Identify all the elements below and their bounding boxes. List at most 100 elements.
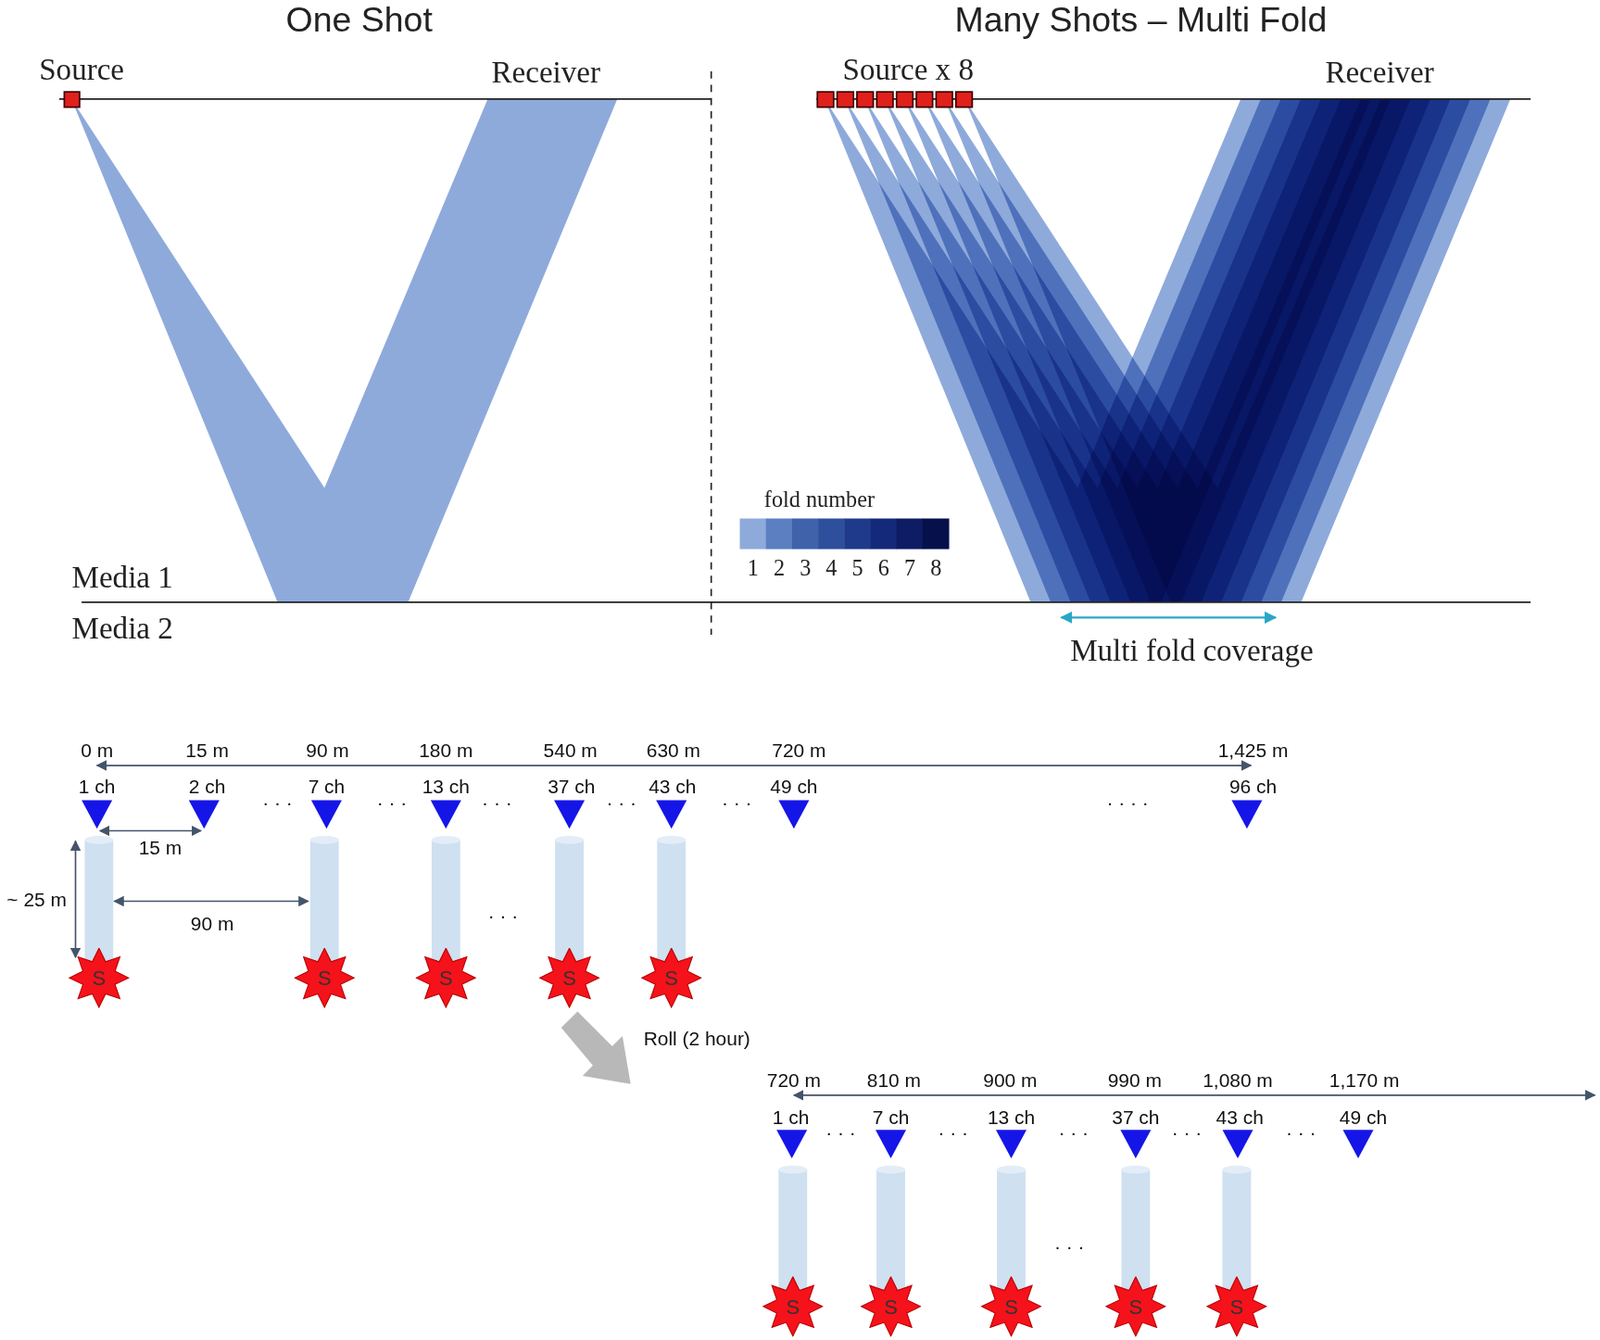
shot-explosion: S <box>641 946 703 1008</box>
channel-label: 49 ch <box>1339 1108 1387 1130</box>
legend-number: 5 <box>852 555 864 581</box>
borehole <box>431 839 461 964</box>
borehole <box>778 1169 807 1294</box>
shot-explosion: S <box>539 946 601 1008</box>
shot-letter: S <box>68 946 130 1008</box>
channel-label: 43 ch <box>648 777 696 799</box>
distance-label: 900 m <box>982 1070 1037 1092</box>
distance-label: 180 m <box>418 740 473 762</box>
legend-number: 1 <box>747 555 759 581</box>
ellipsis: · · · <box>605 792 637 814</box>
ray-band <box>71 99 618 603</box>
geophone-symbol <box>81 799 113 829</box>
distance-label: ~ 25 m <box>6 889 67 911</box>
legend-swatch <box>922 518 950 550</box>
geophone-symbol <box>1222 1129 1253 1159</box>
channel-label: 13 ch <box>987 1108 1035 1130</box>
multi-fold-rays <box>824 99 1511 603</box>
distance-label: 90 m <box>190 913 235 935</box>
source-square <box>935 91 953 108</box>
media-label: Media 1 <box>72 559 174 593</box>
distance-label: 90 m <box>305 740 350 762</box>
borehole <box>1121 1169 1150 1294</box>
borehole-top <box>431 835 461 845</box>
shot-explosion: S <box>415 946 477 1008</box>
shot-explosion: S <box>68 946 130 1008</box>
shot-explosion: S <box>980 1275 1042 1337</box>
dimension-arrow <box>113 900 308 903</box>
borehole-top <box>554 835 584 845</box>
ray-band <box>964 99 1511 603</box>
ellipsis: · · · <box>1171 1121 1203 1144</box>
shot-explosion: S <box>1206 1275 1268 1337</box>
distance-label: 990 m <box>1108 1070 1162 1092</box>
shot-explosion: S <box>1105 1275 1167 1337</box>
shot-letter: S <box>1206 1275 1268 1337</box>
shot-explosion: S <box>762 1275 824 1337</box>
ellipsis: · · · <box>937 1121 969 1144</box>
borehole <box>656 839 686 964</box>
receiver-label: Receiver <box>1324 54 1434 89</box>
borehole-top <box>1121 1165 1150 1174</box>
source-square <box>63 91 80 108</box>
source-square <box>876 91 894 108</box>
geophone-symbol <box>430 799 462 829</box>
source-label: Source <box>38 52 125 87</box>
geophone-symbol <box>554 799 585 829</box>
source-square <box>817 91 834 108</box>
channel-label: 37 ch <box>1111 1108 1160 1130</box>
borehole <box>554 839 584 964</box>
legend-swatch <box>740 518 768 550</box>
channel-label: 43 ch <box>1216 1108 1264 1130</box>
ellipsis: · · · <box>1058 1121 1089 1144</box>
channel-label: 96 ch <box>1229 777 1277 799</box>
distance-axis <box>97 764 1252 767</box>
channel-label: 1 ch <box>772 1108 810 1130</box>
distance-label: 630 m <box>646 740 701 762</box>
distance-axis <box>793 1094 1596 1097</box>
distance-label: 720 m <box>771 740 826 762</box>
borehole <box>310 839 340 964</box>
shot-letter: S <box>293 946 355 1008</box>
legend-swatch <box>896 518 924 550</box>
borehole-top <box>876 1165 906 1174</box>
legend-number: 4 <box>825 555 837 581</box>
geophone-symbol <box>778 799 809 829</box>
legend-number: 6 <box>878 555 890 581</box>
channel-label: 37 ch <box>547 777 595 799</box>
channel-label: 2 ch <box>188 777 227 799</box>
channel-label: 7 ch <box>872 1108 910 1130</box>
coverage-arrow <box>1060 616 1275 618</box>
ground-surface <box>59 98 712 101</box>
legend-swatch <box>766 518 794 550</box>
dimension-arrow <box>100 830 202 832</box>
geophone-symbol <box>995 1129 1027 1159</box>
channel-label: 49 ch <box>769 777 818 799</box>
ellipsis: · · · · <box>1106 792 1148 814</box>
shot-letter: S <box>762 1275 824 1337</box>
distance-label: 720 m <box>767 1070 821 1092</box>
channel-label: 1 ch <box>78 777 116 799</box>
coverage-label: Multi fold coverage <box>1070 632 1313 667</box>
roll-label: Roll (2 hour) <box>643 1029 751 1051</box>
shot-letter: S <box>539 946 601 1008</box>
shot-explosion: S <box>859 1275 921 1337</box>
roll-arrow <box>561 1010 631 1084</box>
ellipsis: · · · <box>377 792 408 814</box>
source-square <box>956 91 973 108</box>
borehole <box>84 839 114 964</box>
distance-label: 15 m <box>185 740 229 762</box>
shot-letter: S <box>641 946 703 1008</box>
dimension-arrow <box>75 841 77 958</box>
ellipsis: · · · <box>1054 1235 1085 1258</box>
shot-explosion: S <box>293 946 355 1008</box>
panel-heading: Many Shots – Multi Fold <box>955 0 1328 39</box>
shot-letter: S <box>859 1275 921 1337</box>
panel-heading: One Shot <box>286 0 433 39</box>
legend-title: fold number <box>764 487 875 513</box>
geophone-symbol <box>776 1129 807 1159</box>
channel-label: 13 ch <box>422 777 470 799</box>
distance-label: 540 m <box>543 740 598 762</box>
